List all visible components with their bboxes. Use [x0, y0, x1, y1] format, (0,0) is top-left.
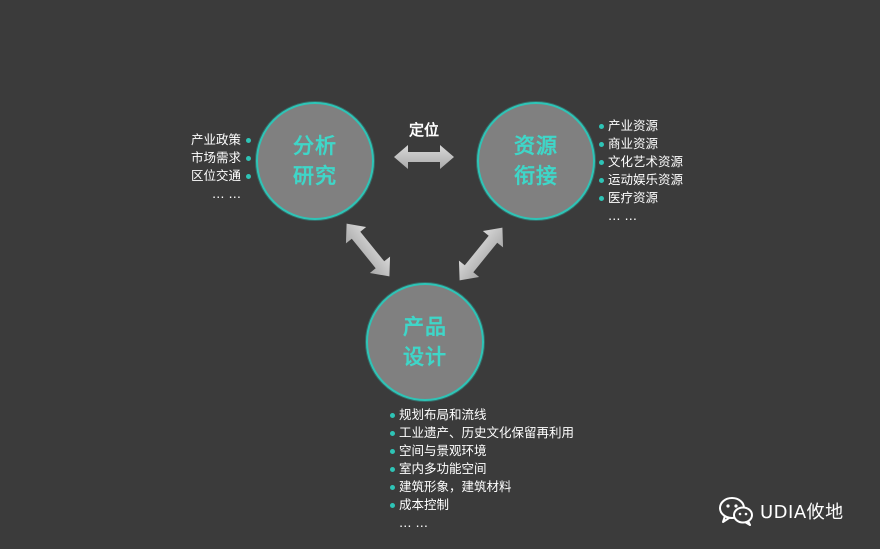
bullet-dot — [390, 449, 395, 454]
arrow-analysis-resources — [394, 145, 454, 169]
bullet-dot — [390, 503, 395, 508]
analysis-list: 产业政策 市场需求 区位交通 … … — [191, 131, 251, 203]
node-analysis: 分析 研究 — [256, 102, 374, 220]
bullet-dot — [599, 124, 604, 129]
node-design: 产品 设计 — [366, 283, 484, 401]
wechat-icon — [719, 497, 753, 526]
list-item: 市场需求 — [191, 149, 251, 167]
node-resources: 资源 衔接 — [477, 102, 595, 220]
list-item: 运动娱乐资源 — [599, 171, 683, 189]
bullet-dot — [599, 196, 604, 201]
list-item: … … — [399, 515, 428, 530]
node-resources-label: 资源 衔接 — [514, 134, 558, 188]
bullet-dot — [599, 142, 604, 147]
list-item: 建筑形象，建筑材料 — [390, 478, 574, 496]
list-item: 医疗资源 — [599, 189, 683, 207]
positioning-label: 定位 — [409, 121, 440, 139]
brand-badge: UDIA攸地 — [718, 496, 844, 526]
bullet-dot — [390, 413, 395, 418]
bullet-dot — [390, 431, 395, 436]
bullet-dot — [599, 160, 604, 165]
design-list: 规划布局和流线 工业遗产、历史文化保留再利用 空间与景观环境 室内多功能空间 建… — [390, 406, 574, 532]
list-item: 成本控制 — [390, 496, 574, 514]
brand-name: UDIA攸地 — [760, 502, 844, 523]
node-analysis-label: 分析 研究 — [293, 134, 337, 188]
bullet-dot — [390, 485, 395, 490]
bullet-dot — [390, 467, 395, 472]
list-item: 产业政策 — [191, 131, 251, 149]
bullet-dot — [246, 138, 251, 143]
list-item: 室内多功能空间 — [390, 460, 574, 478]
list-item: 空间与景观环境 — [390, 442, 574, 460]
bullet-dot — [246, 156, 251, 161]
arrow-analysis-design — [345, 223, 391, 277]
resources-list: 产业资源 商业资源 文化艺术资源 运动娱乐资源 医疗资源 … … — [599, 117, 683, 225]
list-item: 产业资源 — [599, 117, 683, 135]
bullet-dot — [599, 178, 604, 183]
list-item: 规划布局和流线 — [390, 406, 574, 424]
list-item: 工业遗产、历史文化保留再利用 — [390, 424, 574, 442]
list-item: … … — [608, 208, 637, 223]
list-item: 区位交通 — [191, 167, 251, 185]
node-design-label: 产品 设计 — [403, 315, 447, 369]
arrow-resources-design — [458, 227, 504, 281]
bullet-dot — [246, 174, 251, 179]
list-item: … … — [212, 186, 241, 201]
list-item: 商业资源 — [599, 135, 683, 153]
list-item: 文化艺术资源 — [599, 153, 683, 171]
